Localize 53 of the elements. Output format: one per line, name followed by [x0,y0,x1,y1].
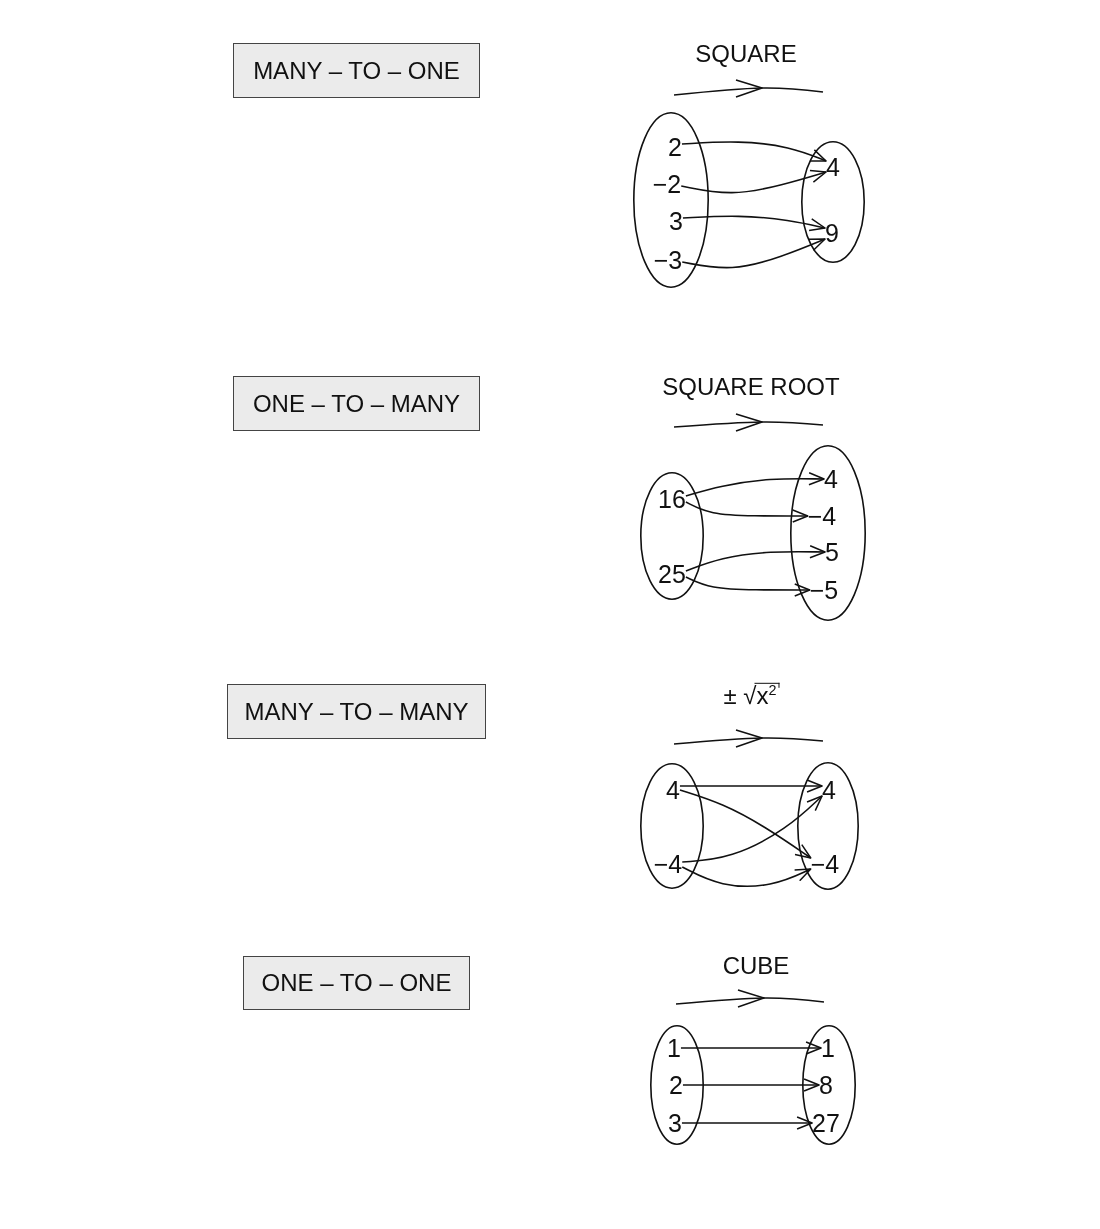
set-element: 16 [658,486,686,512]
set-element: 1 [667,1035,681,1061]
set-element: 9 [825,220,839,246]
function-label: SQUARE [695,40,797,68]
set-element: 25 [658,561,686,587]
mapping-arrow [679,779,823,793]
mapping-arrow [680,1041,822,1055]
set-element: 1 [821,1035,835,1061]
set-element: −4 [653,851,683,877]
mapping-arrow [680,169,827,194]
set-element: 4 [824,466,838,492]
function-label: CUBE [722,952,790,980]
set-oval [633,112,709,288]
set-element: −5 [809,577,839,603]
set-element: −4 [810,851,840,877]
mapping-arrow [679,789,812,859]
set-element: −4 [807,503,837,529]
set-element: 2 [668,134,682,160]
set-oval [650,1025,704,1145]
mapping-arrow [682,1078,820,1092]
set-oval [790,445,866,621]
set-oval [640,472,704,600]
set-element: 4 [666,777,680,803]
set-element: 27 [812,1110,840,1136]
set-element: 5 [825,539,839,565]
set-oval [801,141,865,263]
mapping-type-heading: MANY – TO – MANY [227,684,486,739]
set-element: −2 [652,171,682,197]
set-oval [797,762,859,890]
set-element: 3 [669,208,683,234]
set-element: 8 [819,1072,833,1098]
function-label: SQUARE ROOT [662,373,840,401]
set-oval [802,1025,856,1145]
mapping-arrow [685,545,826,572]
mapping-type-heading: MANY – TO – ONE [233,43,480,98]
set-element: 4 [822,777,836,803]
set-element: −3 [653,247,683,273]
mapping-arrow [681,1116,813,1130]
mapping-type-heading: ONE – TO – ONE [243,956,470,1010]
mapping-arrow [681,866,812,887]
set-element: 4 [826,154,840,180]
mapping-arrow [685,576,811,597]
function-label: ± √x$^{2}$ [723,682,777,710]
set-element: 3 [668,1110,682,1136]
set-oval [640,763,704,889]
mapping-type-heading: ONE – TO – MANY [233,376,480,431]
mapping-arrow [681,141,827,162]
set-element: 2 [669,1072,683,1098]
mapping-arrow [681,795,823,863]
mapping-arrow [681,238,826,269]
mapping-arrow [685,501,809,523]
mapping-arrow [682,215,826,232]
mapping-arrow [685,472,825,497]
